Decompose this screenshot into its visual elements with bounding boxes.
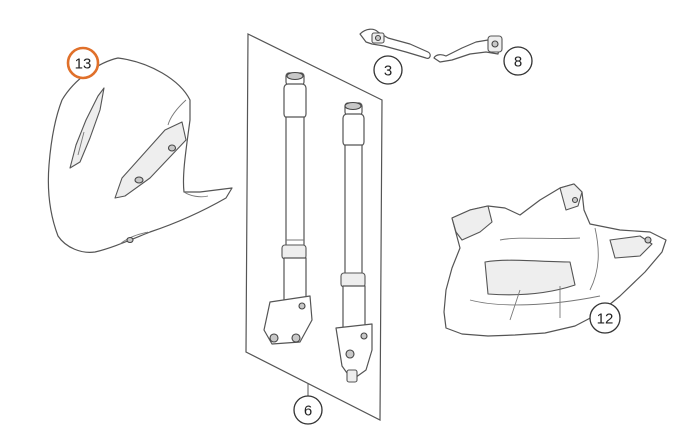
callout-6-label: 6	[304, 403, 312, 420]
callout-3-label: 3	[384, 63, 392, 80]
callout-3[interactable]: 3	[373, 55, 403, 85]
callout-8[interactable]: 8	[503, 46, 533, 76]
callout-12-circle	[589, 302, 621, 334]
callout-13[interactable]: 13	[66, 46, 100, 80]
callout-13-circle	[66, 46, 100, 80]
callout-8-circle	[503, 46, 533, 76]
callout-3-circle	[373, 55, 403, 85]
hand-lever-part[interactable]	[359, 28, 431, 59]
foot-lever-part[interactable]	[433, 35, 503, 63]
callout-6-circle	[293, 395, 323, 425]
left-fork-leg	[263, 71, 313, 345]
belly-pan-part[interactable]	[443, 183, 667, 337]
callout-8-label: 8	[514, 54, 522, 71]
front-fairing-part[interactable]	[47, 57, 233, 253]
callout-6[interactable]: 6	[293, 395, 323, 425]
callout-13-label: 13	[75, 56, 92, 73]
right-fork-leg	[335, 101, 373, 383]
callout-12[interactable]: 12	[589, 302, 621, 334]
callout-12-label: 12	[597, 311, 614, 328]
front-fork-set-part[interactable]	[245, 33, 383, 421]
